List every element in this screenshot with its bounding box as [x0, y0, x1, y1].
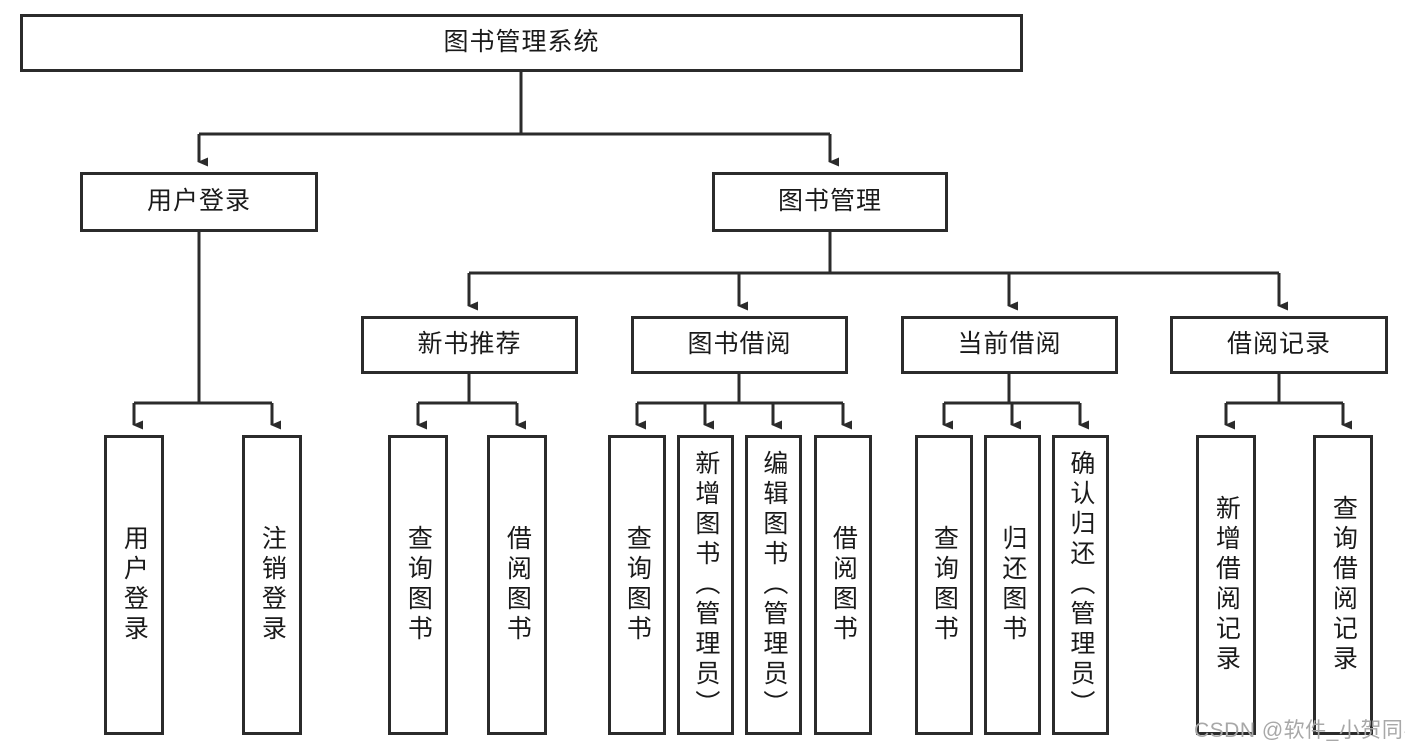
node-root-label: 图书管理系统 — [443, 28, 600, 57]
node-leaf-confirm-return-label: 确认归还（管理员） — [1066, 450, 1095, 720]
node-leaf-query-book-2[interactable]: 查询图书 — [608, 435, 666, 735]
csdn-watermark: CSDN @软件_小贺同学 — [1194, 719, 1405, 742]
node-leaf-query-book-3[interactable]: 查询图书 — [915, 435, 973, 735]
node-leaf-query-book-1[interactable]: 查询图书 — [388, 435, 448, 735]
node-leaf-edit-book[interactable]: 编辑图书（管理员） — [745, 435, 802, 735]
node-leaf-user-login-label: 用户登录 — [120, 525, 149, 645]
node-leaf-confirm-return[interactable]: 确认归还（管理员） — [1052, 435, 1109, 735]
node-leaf-query-book-1-label: 查询图书 — [404, 525, 433, 645]
node-leaf-add-book-label: 新增图书（管理员） — [691, 450, 720, 720]
node-leaf-query-book-3-label: 查询图书 — [930, 525, 959, 645]
node-leaf-query-borrow-record-label: 查询借阅记录 — [1329, 495, 1358, 675]
node-leaf-logout-label: 注销登录 — [258, 525, 287, 645]
node-leaf-add-book[interactable]: 新增图书（管理员） — [677, 435, 734, 735]
node-leaf-query-book-2-label: 查询图书 — [623, 525, 652, 645]
node-leaf-return-book-label: 归还图书 — [998, 525, 1027, 645]
node-leaf-add-borrow-record-label: 新增借阅记录 — [1212, 495, 1241, 675]
node-user-login-label: 用户登录 — [146, 187, 251, 216]
node-leaf-edit-book-label: 编辑图书（管理员） — [759, 450, 788, 720]
node-leaf-borrow-book-2[interactable]: 借阅图书 — [814, 435, 872, 735]
node-new-book-recommend-label: 新书推荐 — [417, 330, 522, 359]
node-new-book-recommend[interactable]: 新书推荐 — [361, 316, 578, 374]
node-book-borrow-label: 图书借阅 — [687, 330, 792, 359]
node-leaf-logout[interactable]: 注销登录 — [242, 435, 302, 735]
node-leaf-user-login[interactable]: 用户登录 — [104, 435, 164, 735]
node-leaf-return-book[interactable]: 归还图书 — [984, 435, 1041, 735]
node-leaf-query-borrow-record[interactable]: 查询借阅记录 — [1313, 435, 1373, 735]
node-root[interactable]: 图书管理系统 — [20, 14, 1023, 72]
node-book-management-label: 图书管理 — [777, 187, 882, 216]
node-user-login[interactable]: 用户登录 — [80, 172, 318, 232]
node-current-borrow[interactable]: 当前借阅 — [901, 316, 1118, 374]
node-current-borrow-label: 当前借阅 — [957, 330, 1062, 359]
node-borrow-record-label: 借阅记录 — [1226, 330, 1331, 359]
node-book-management[interactable]: 图书管理 — [712, 172, 948, 232]
node-borrow-record[interactable]: 借阅记录 — [1170, 316, 1388, 374]
node-leaf-borrow-book-1[interactable]: 借阅图书 — [487, 435, 547, 735]
node-book-borrow[interactable]: 图书借阅 — [631, 316, 848, 374]
node-leaf-borrow-book-1-label: 借阅图书 — [503, 525, 532, 645]
node-leaf-borrow-book-2-label: 借阅图书 — [829, 525, 858, 645]
node-leaf-add-borrow-record[interactable]: 新增借阅记录 — [1196, 435, 1256, 735]
